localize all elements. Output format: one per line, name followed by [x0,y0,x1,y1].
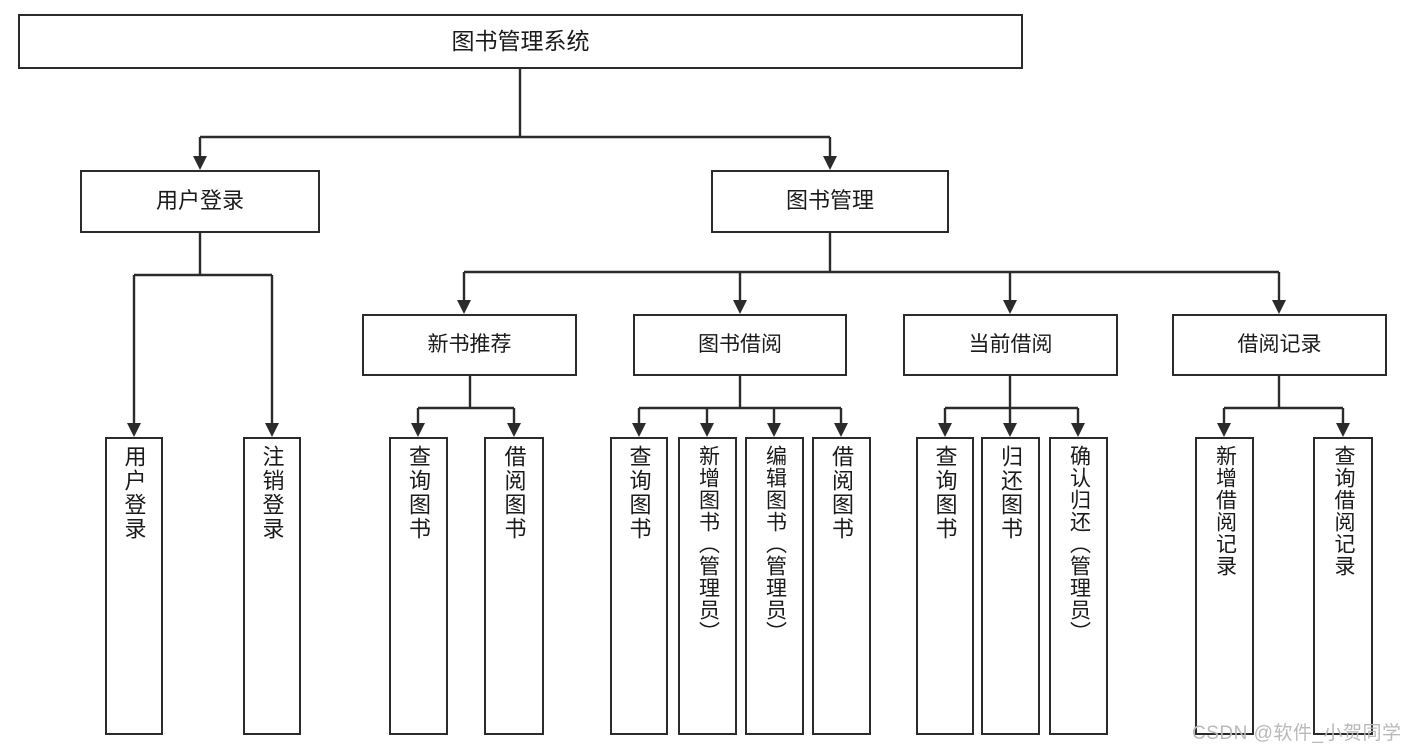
leaf-add-book-admin-label: 新增图书（管理员） [696,445,720,643]
leaf-user-login-label: 用户登录 [121,445,147,541]
leaf-add-borrow-record[interactable]: 新增借阅记录 [1195,437,1254,735]
leaf-borrow-book-new[interactable]: 借阅图书 [484,437,544,735]
node-current-borrow[interactable]: 当前借阅 [903,314,1118,376]
leaf-query-book-new-label: 查询图书 [406,445,432,541]
leaf-user-login[interactable]: 用户登录 [105,437,163,735]
node-new-book-recommend[interactable]: 新书推荐 [362,314,577,376]
leaf-borrow-book-new-label: 借阅图书 [501,445,527,541]
node-borrow-records[interactable]: 借阅记录 [1172,314,1387,376]
leaf-confirm-return-admin[interactable]: 确认归还（管理员） [1049,437,1108,735]
leaf-query-borrow-record-label: 查询借阅记录 [1332,445,1356,577]
leaf-query-book-current[interactable]: 查询图书 [916,437,974,735]
edge-group-borrow [632,376,848,437]
leaf-borrow-book-label: 借阅图书 [829,445,855,541]
leaf-return-book[interactable]: 归还图书 [981,437,1040,735]
edge-group-current-borrow [938,376,1085,437]
leaf-query-book-new[interactable]: 查询图书 [389,437,448,735]
node-user-login-label: 用户登录 [155,188,244,214]
leaf-query-book-borrow-label: 查询图书 [626,445,652,541]
leaf-query-book-current-label: 查询图书 [932,445,958,541]
node-book-borrow[interactable]: 图书借阅 [633,314,847,376]
edge-group-book-mgmt [457,233,1286,314]
node-root-label: 图书管理系统 [451,28,590,55]
node-book-management[interactable]: 图书管理 [711,170,949,233]
edge-group-records [1217,376,1350,437]
node-current-borrow-label: 当前借阅 [968,333,1053,357]
node-borrow-records-label: 借阅记录 [1237,333,1322,357]
leaf-add-book-admin[interactable]: 新增图书（管理员） [678,437,737,735]
leaf-add-borrow-record-label: 新增借阅记录 [1213,445,1237,577]
leaf-borrow-book[interactable]: 借阅图书 [812,437,871,735]
node-root[interactable]: 图书管理系统 [18,14,1023,69]
leaf-logout[interactable]: 注销登录 [243,437,301,735]
edge-group-user-login [127,233,279,437]
leaf-logout-label: 注销登录 [259,445,285,541]
node-new-book-recommend-label: 新书推荐 [427,333,512,357]
node-user-login[interactable]: 用户登录 [80,170,320,233]
edge-group-root [193,69,837,170]
leaf-query-borrow-record[interactable]: 查询借阅记录 [1313,437,1373,735]
leaf-return-book-label: 归还图书 [998,445,1024,541]
edge-group-new-book [411,376,521,437]
leaf-query-book-borrow[interactable]: 查询图书 [610,437,668,735]
leaf-confirm-return-admin-label: 确认归还（管理员） [1067,445,1091,643]
node-book-management-label: 图书管理 [785,188,874,214]
leaf-edit-book-admin[interactable]: 编辑图书（管理员） [745,437,804,735]
leaf-edit-book-admin-label: 编辑图书（管理员） [763,445,787,643]
node-book-borrow-label: 图书借阅 [698,333,782,357]
